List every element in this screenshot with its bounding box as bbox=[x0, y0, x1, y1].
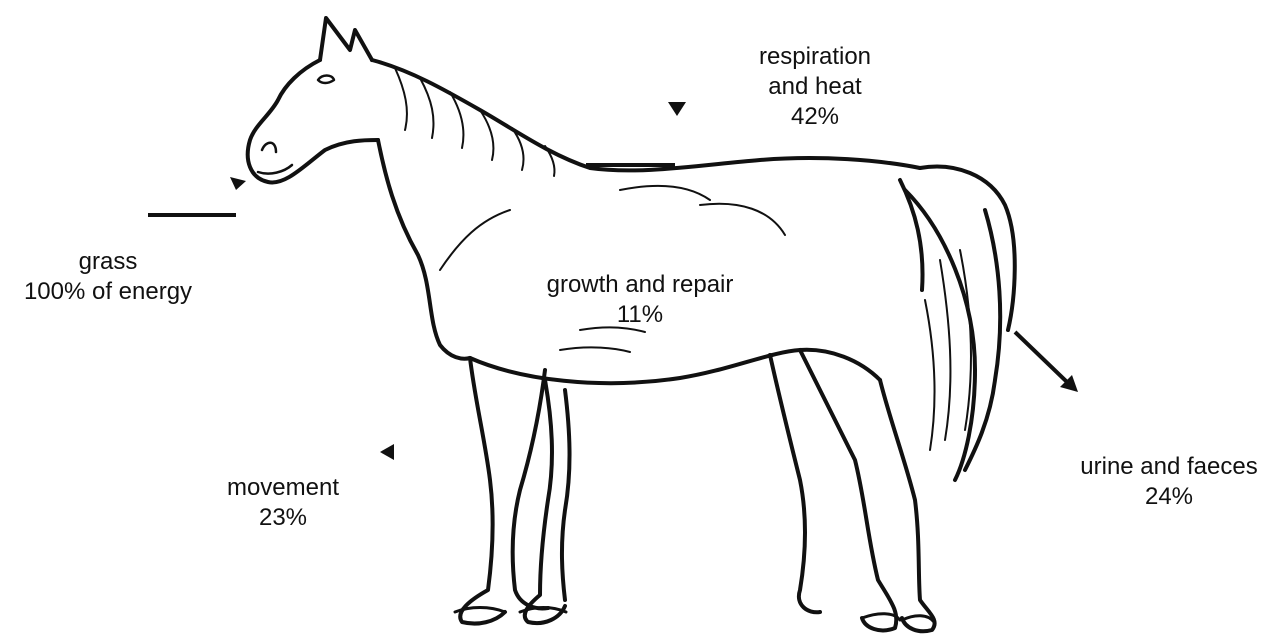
respiration-label-line3: 42% bbox=[720, 102, 910, 132]
waste-label: urine and faeces 24% bbox=[1052, 452, 1286, 512]
growth-label-line2: 11% bbox=[520, 300, 760, 330]
growth-label-line1: growth and repair bbox=[520, 270, 760, 300]
waste-label-line1: urine and faeces bbox=[1052, 452, 1286, 482]
waste-label-line2: 24% bbox=[1052, 482, 1286, 512]
respiration-arrowhead bbox=[668, 102, 686, 116]
respiration-label: respiration and heat 42% bbox=[720, 42, 910, 132]
movement-label: movement 23% bbox=[200, 473, 366, 533]
grass-label-line2: 100% of energy bbox=[0, 277, 216, 307]
waste-arrow-line bbox=[1015, 332, 1068, 383]
grass-arrowhead bbox=[230, 177, 246, 190]
movement-label-line1: movement bbox=[200, 473, 366, 503]
grass-label-line1: grass bbox=[0, 247, 216, 277]
respiration-label-line2: and heat bbox=[720, 72, 910, 102]
growth-label: growth and repair 11% bbox=[520, 270, 760, 330]
respiration-label-line1: respiration bbox=[720, 42, 910, 72]
grass-label: grass 100% of energy bbox=[0, 247, 216, 307]
movement-arrowhead bbox=[380, 444, 394, 460]
movement-label-line2: 23% bbox=[200, 503, 366, 533]
